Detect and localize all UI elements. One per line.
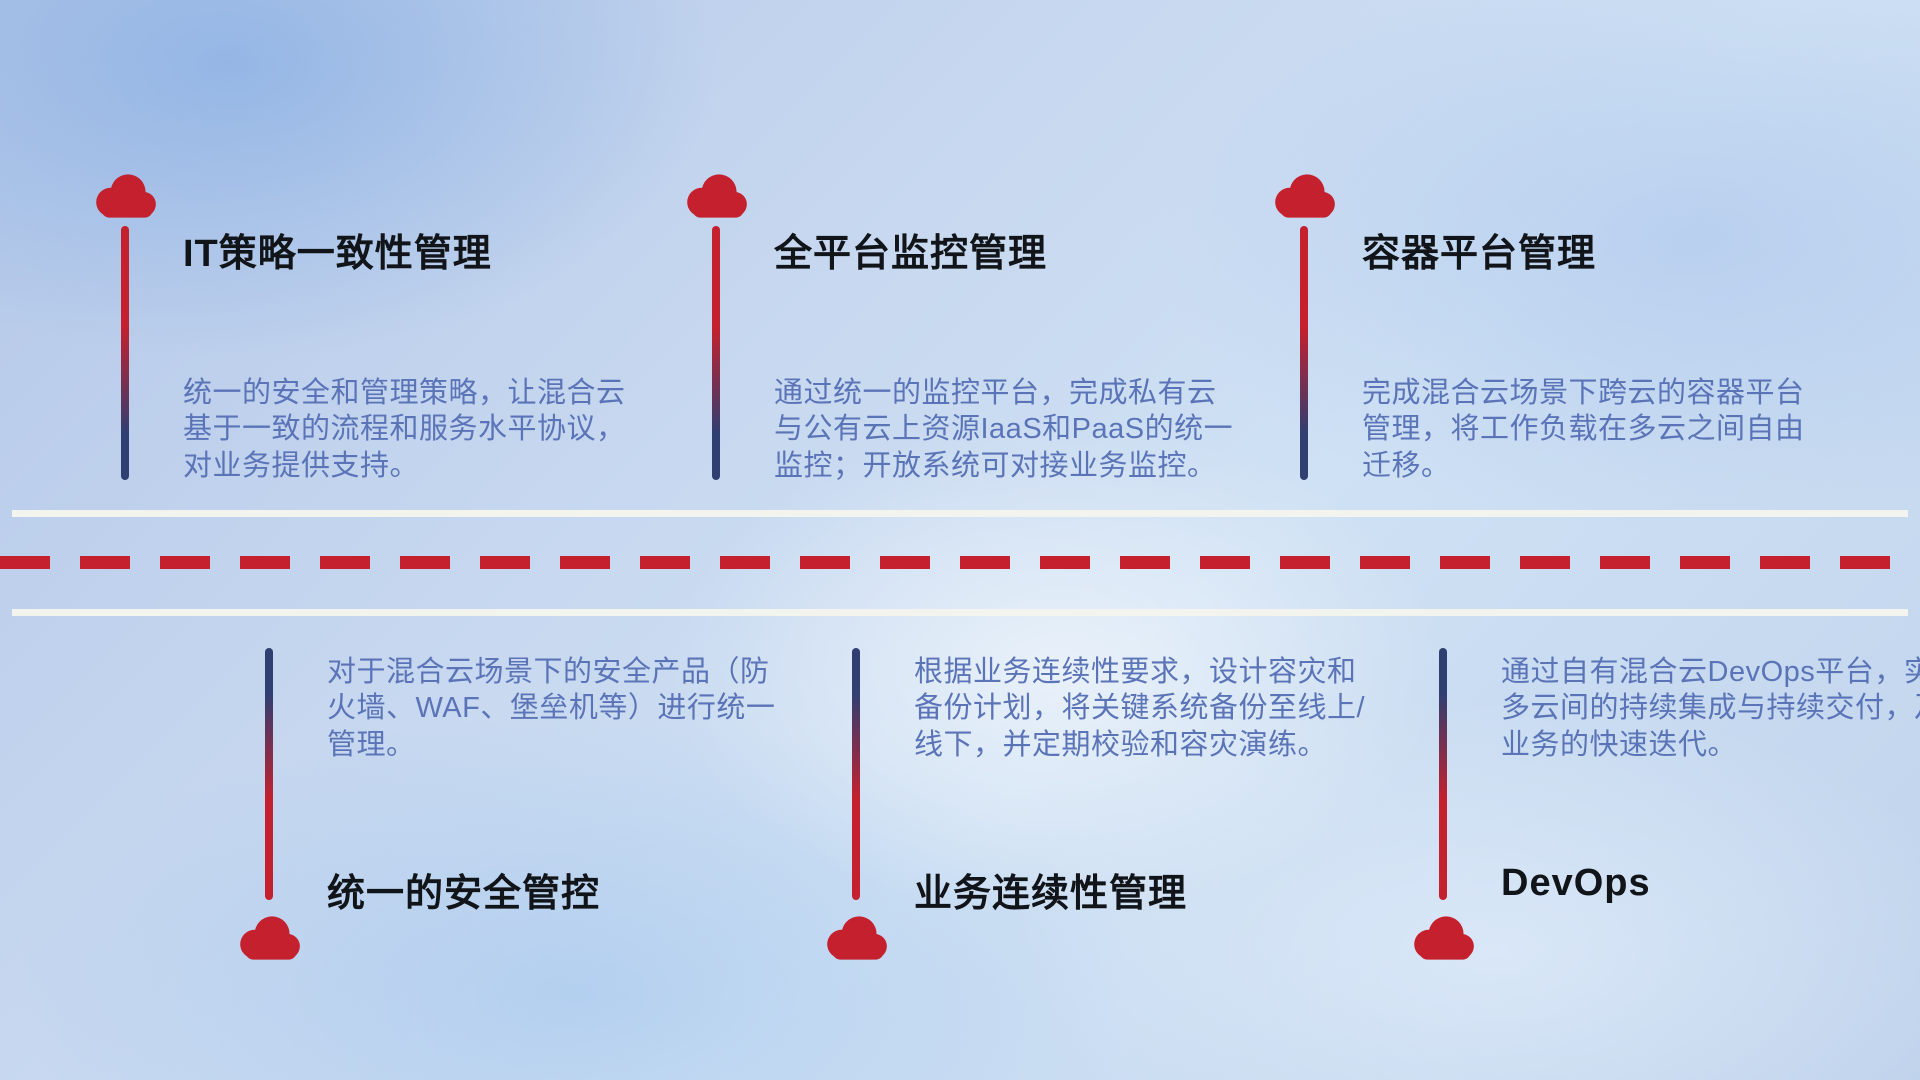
feature-title: 业务连续性管理 (914, 873, 1188, 915)
feature-description: 统一的安全和管理策略，让混合云基于一致的流程和服务水平协议，对业务提供支持。 (183, 377, 626, 482)
connector-line (1300, 226, 1308, 480)
connector-line (712, 226, 720, 480)
cloud-icon (820, 912, 892, 962)
feature-title: 统一的安全管控 (327, 873, 601, 915)
divider-line-bottom (12, 609, 1908, 616)
cloud-icon (233, 912, 305, 962)
cloud-icon (89, 170, 161, 220)
feature-description: 完成混合云场景下跨云的容器平台管理，将工作负载在多云之间自由迁移。 (1362, 377, 1805, 482)
divider-line-top (12, 510, 1908, 517)
feature-title: 容器平台管理 (1362, 233, 1597, 275)
connector-line (121, 226, 129, 480)
feature-description: 通过统一的监控平台，完成私有云与公有云上资源IaaS和PaaS的统一监控；开放系… (774, 377, 1234, 482)
connector-line (852, 648, 860, 900)
feature-title: 全平台监控管理 (774, 233, 1048, 275)
feature-description: 通过自有混合云DevOps平台，实现多云间的持续集成与持续交付，及业务的快速迭代… (1501, 656, 1920, 761)
cloud-icon (1407, 912, 1479, 962)
connector-line (265, 648, 273, 900)
feature-title: DevOps (1501, 862, 1651, 904)
divider-dashed-line (0, 556, 1920, 569)
cloud-icon (680, 170, 752, 220)
feature-description: 对于混合云场景下的安全产品（防火墙、WAF、堡垒机等）进行统一管理。 (327, 656, 776, 761)
cloud-icon (1268, 170, 1340, 220)
feature-title: IT策略一致性管理 (183, 233, 492, 275)
feature-description: 根据业务连续性要求，设计容灾和备份计划，将关键系统备份至线上/线下，并定期校验和… (914, 656, 1366, 761)
connector-line (1439, 648, 1447, 900)
